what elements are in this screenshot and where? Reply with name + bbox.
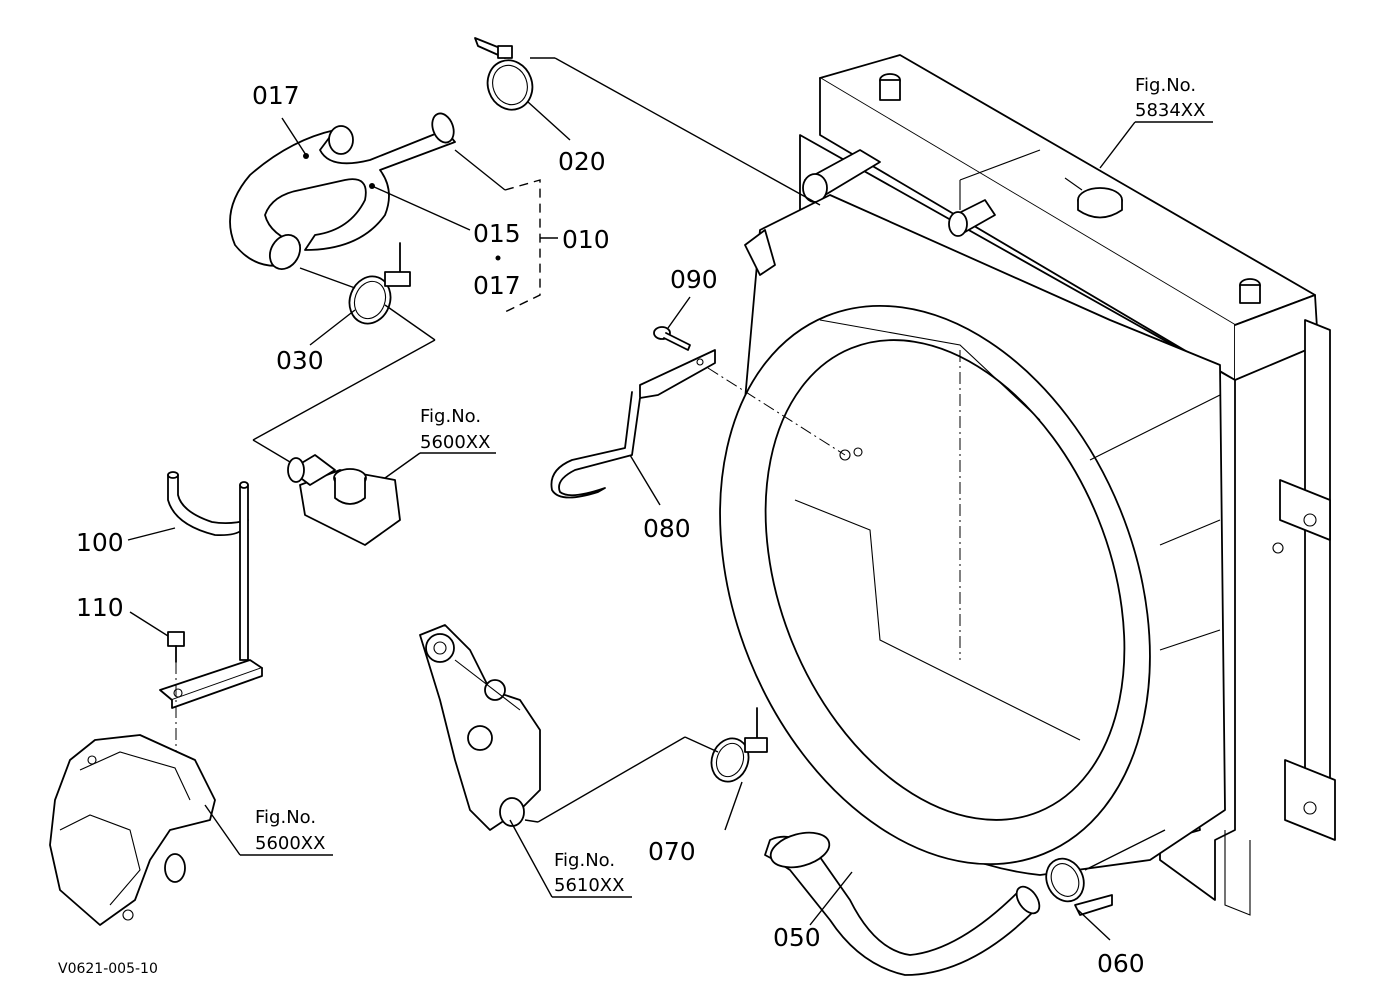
- label-part-050: 050: [773, 923, 821, 952]
- label-part-090: 090: [670, 265, 718, 294]
- upper-hose: [229, 112, 456, 270]
- fig-ref-label: Fig.No.: [420, 406, 481, 427]
- group-dot: [495, 255, 501, 261]
- figure-references: Fig.No. 5834XX Fig.No. 5600XX Fig.No. 56…: [255, 75, 1205, 896]
- bracket-080: [550, 349, 716, 499]
- fig-ref-number: 5600XX: [420, 432, 490, 453]
- part-number-labels: 017 020 015 010 017 030 090 080 100 110 …: [76, 81, 1145, 978]
- label-part-015: 015: [473, 219, 521, 248]
- hose-clamp-060: [1045, 857, 1113, 916]
- drawing-code: V0621-005-10: [58, 961, 158, 977]
- fig-ref-number: 5600XX: [255, 833, 325, 854]
- fig-ref-number: 5610XX: [554, 875, 624, 896]
- label-part-110: 110: [76, 593, 124, 622]
- label-part-070: 070: [648, 837, 696, 866]
- water-pump: [419, 624, 541, 831]
- bolt-090: [653, 326, 691, 351]
- label-part-017b: 017: [473, 271, 521, 300]
- pipe-100: [167, 471, 249, 661]
- fig-ref-number: 5834XX: [1135, 100, 1205, 121]
- fig-ref-label: Fig.No.: [255, 807, 316, 828]
- radiator: [707, 54, 1336, 916]
- label-part-100: 100: [76, 528, 124, 557]
- hose-clamp-070: [710, 707, 768, 783]
- label-part-060: 060: [1097, 949, 1145, 978]
- thermostat-housing: [287, 454, 401, 546]
- label-part-030: 030: [276, 346, 324, 375]
- hose-clamp-030: [348, 242, 411, 325]
- label-part-017: 017: [252, 81, 300, 110]
- label-part-010: 010: [562, 225, 610, 254]
- lower-hose-050: [764, 831, 1041, 976]
- fig-ref-label: Fig.No.: [1135, 75, 1196, 96]
- label-part-020: 020: [558, 147, 606, 176]
- fig-ref-label: Fig.No.: [554, 850, 615, 871]
- leader-lines: [127, 57, 1213, 941]
- water-flange: [49, 734, 216, 926]
- hose-clamp-020: [474, 37, 534, 111]
- label-part-080: 080: [643, 514, 691, 543]
